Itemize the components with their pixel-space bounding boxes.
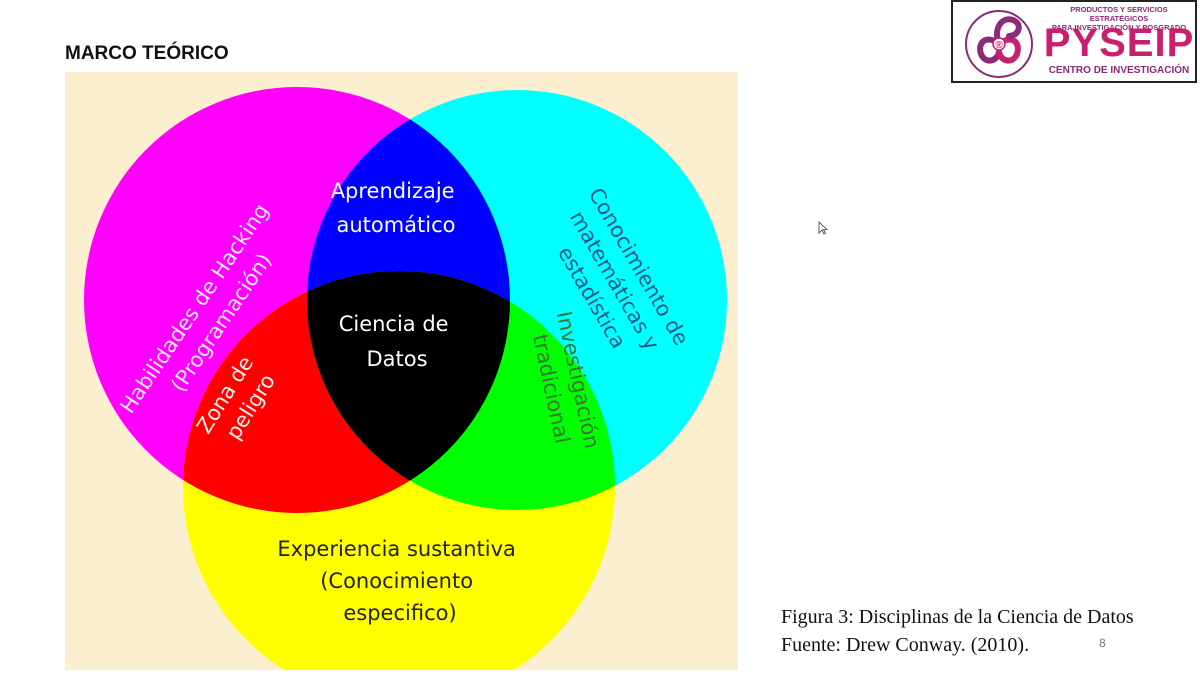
logo-brand: PYSEIP xyxy=(1043,21,1195,65)
machine-learning-label-line1: Aprendizaje xyxy=(331,179,455,203)
figure-caption-line2: Fuente: Drew Conway. (2010). xyxy=(781,634,1030,656)
logo-subtitle: CENTRO DE INVESTIGACIÓN xyxy=(1048,65,1190,76)
page-number: 8 xyxy=(1099,636,1106,650)
expertise-label-line2: (Conocimiento xyxy=(320,569,473,593)
triskelion-emblem-icon: ® xyxy=(965,10,1033,78)
expertise-label-line1: Experiencia sustantiva xyxy=(277,537,516,561)
expertise-label: Experiencia sustantiva (Conocimiento esp… xyxy=(277,537,522,625)
expertise-label-line3: especifico) xyxy=(343,601,456,625)
mouse-cursor-icon xyxy=(818,221,828,235)
venn-diagram: Habilidades de Hacking (Programación) Co… xyxy=(65,72,738,675)
logo-tagline: PRODUCTOS Y SERVICIOS ESTRATÉGICOS PARA … xyxy=(1041,5,1197,32)
figure-caption: Figura 3: Disciplinas de la Ciencia de D… xyxy=(781,603,1134,659)
slide-title: MARCO TEÓRICO xyxy=(65,43,229,64)
data-science-label: Ciencia de Datos xyxy=(339,312,456,371)
venn-svg: Habilidades de Hacking (Programación) Co… xyxy=(65,72,738,675)
machine-learning-label-line2: automático xyxy=(336,213,455,237)
data-science-label-line1: Ciencia de xyxy=(339,312,449,336)
pyseip-logo: ® PRODUCTOS Y SERVICIOS ESTRATÉGICOS PAR… xyxy=(951,0,1197,83)
figure-caption-line1: Figura 3: Disciplinas de la Ciencia de D… xyxy=(781,606,1134,628)
data-science-label-line2: Datos xyxy=(366,347,427,371)
logo-tagline-line2: PARA INVESTIGACIÓN Y POSGRADO xyxy=(1051,23,1187,32)
machine-learning-label: Aprendizaje automático xyxy=(331,179,462,237)
logo-tagline-line1: PRODUCTOS Y SERVICIOS ESTRATÉGICOS xyxy=(1070,5,1168,23)
registered-mark: ® xyxy=(995,40,1003,51)
